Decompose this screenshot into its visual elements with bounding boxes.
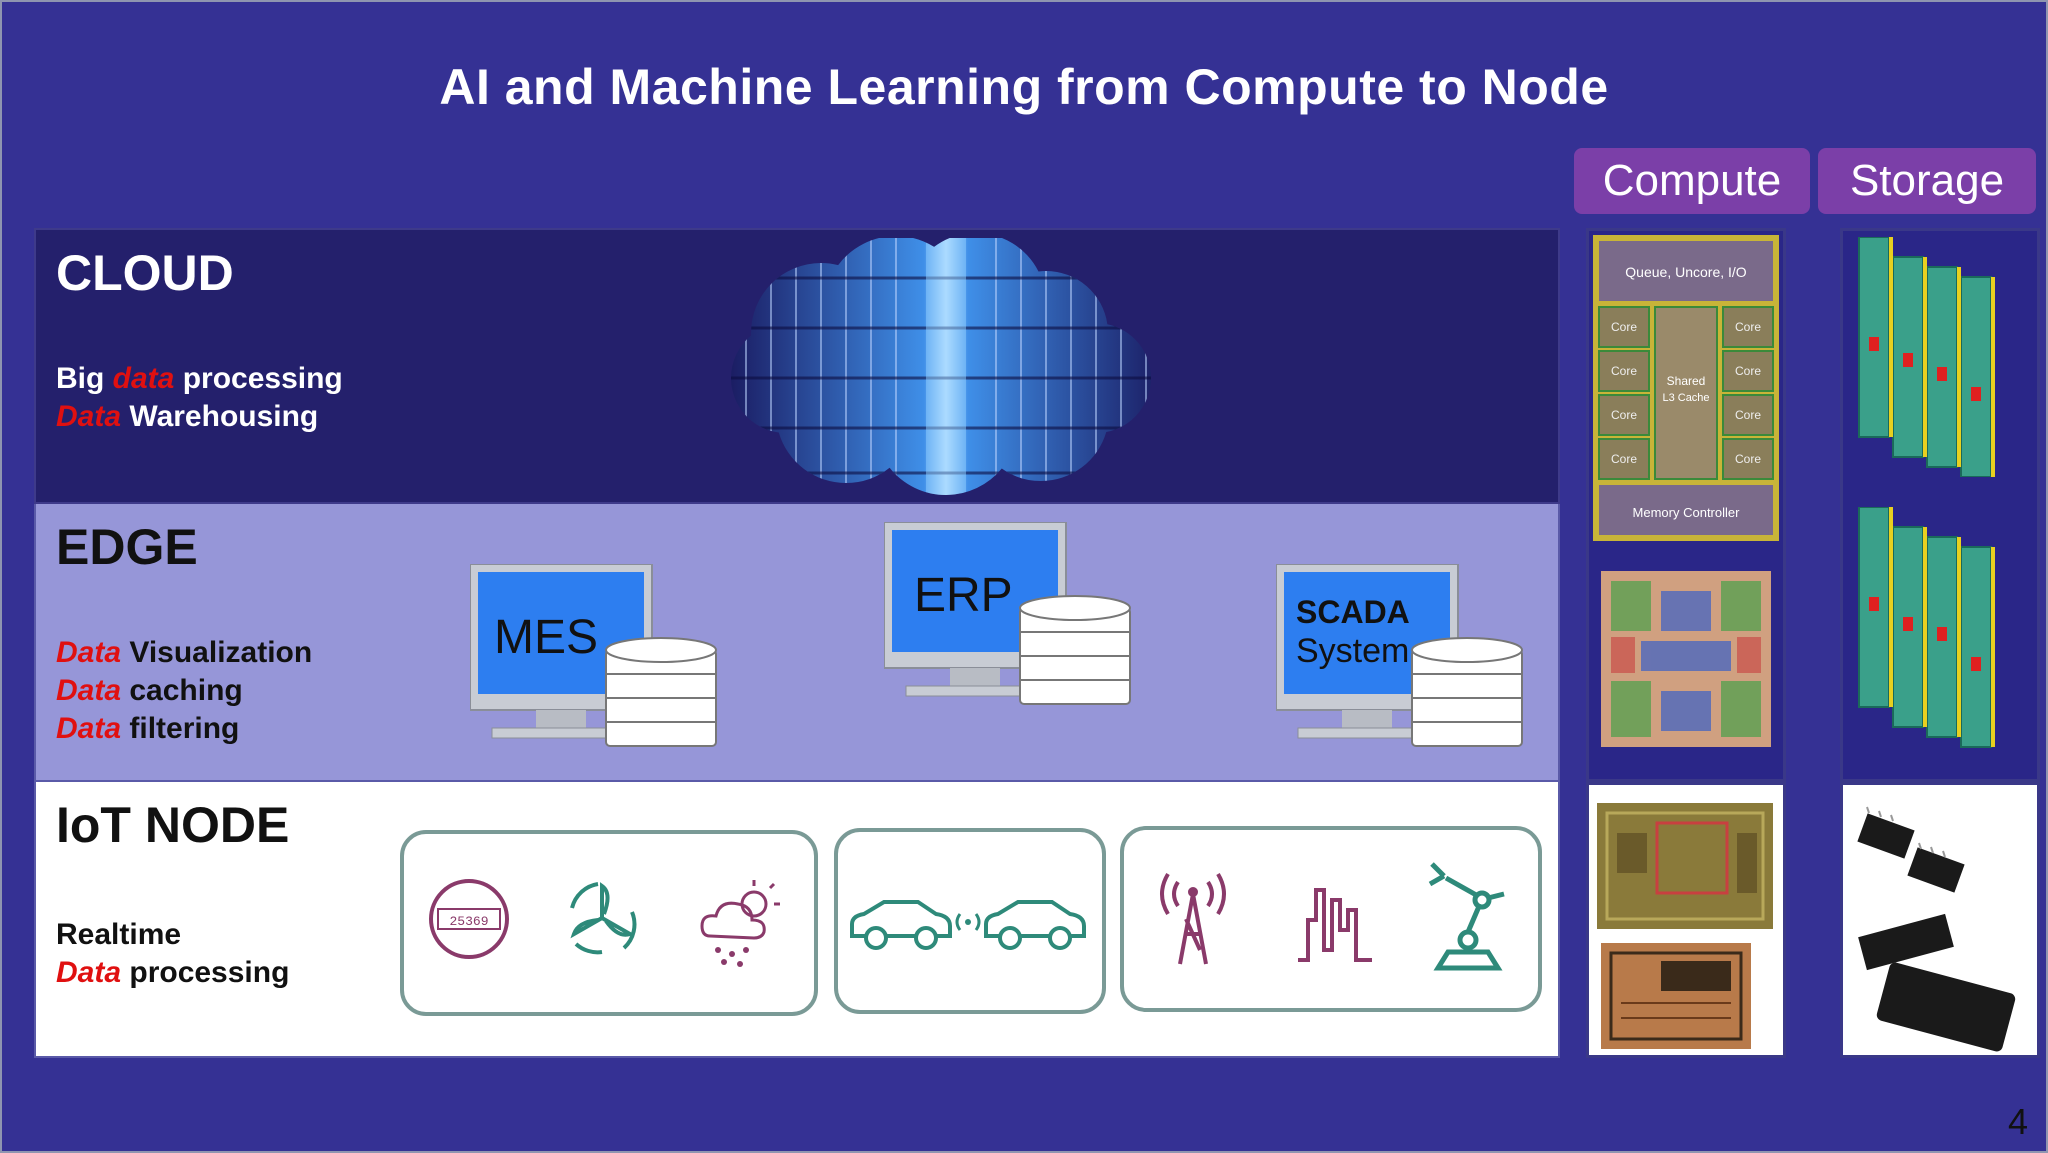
signal-waveform-icon: [1298, 888, 1372, 962]
flash-chips-image: [1857, 806, 2016, 1052]
cloud-description: Big data processing Data Warehousing: [56, 360, 343, 436]
core-label: Core: [1611, 364, 1637, 378]
die-top-label: Queue, Uncore, I/O: [1625, 264, 1747, 280]
industrial-box: [1120, 826, 1542, 1012]
iot-line-1: Realtime: [56, 918, 182, 951]
mcu-die-image: [1597, 803, 1773, 929]
edge-line-3: Data filtering: [56, 712, 240, 745]
core-label: Core: [1611, 320, 1637, 334]
core-label: Core: [1735, 452, 1761, 466]
iot-description: Realtime Data processing: [56, 916, 289, 992]
cloud-layer: CLOUD Big data processing Data Warehousi…: [34, 228, 1560, 504]
smart-meter-icon: 25369: [429, 879, 509, 959]
page-number: 4: [2007, 1101, 2028, 1142]
connected-cars-icon: [850, 900, 1086, 950]
core-label: Core: [1611, 452, 1637, 466]
edge-layer: EDGE Data Visualization Data caching Dat…: [34, 504, 1560, 782]
core-label: Core: [1735, 320, 1761, 334]
memory-controller-label: Memory Controller: [1633, 505, 1741, 520]
v2v-box: [834, 828, 1106, 1014]
scada-system-label: System: [1296, 632, 1410, 670]
meter-digits: 25369: [449, 914, 488, 929]
edge-description: Data Visualization Data caching Data fil…: [56, 634, 312, 748]
mes-monitor-icon: [470, 564, 717, 747]
mes-label: MES: [494, 611, 599, 664]
memory-modules-image: [1858, 237, 1995, 477]
robot-arm-icon: [1428, 862, 1505, 971]
compute-column: Queue, Uncore, I/O Core Core Core Core C…: [1586, 228, 1786, 782]
erp-label: ERP: [914, 569, 1013, 622]
chip-die-image: [1601, 943, 1751, 1049]
soc-die-image: [1601, 571, 1771, 747]
cloud-line-2: Data Warehousing: [56, 400, 319, 433]
core-label: Core: [1735, 408, 1761, 422]
scada-label: SCADA: [1296, 594, 1410, 630]
shared-label: Shared: [1667, 374, 1706, 388]
iot-title: IoT NODE: [56, 797, 290, 853]
tab-storage[interactable]: Storage: [1818, 148, 2036, 214]
core-label: Core: [1611, 408, 1637, 422]
memory-modules-image-2: [1858, 507, 1995, 748]
weather-snow-icon: [700, 880, 780, 967]
edge-line-1: Data Visualization: [56, 636, 313, 669]
storage-column: [1840, 228, 2040, 782]
slide-title: AI and Machine Learning from Compute to …: [439, 59, 1609, 115]
datacenter-cloud-image: [731, 238, 1151, 495]
iot-line-2: Data processing: [56, 956, 290, 989]
antenna-tower-icon: [1160, 872, 1226, 965]
scada-system: SCADA System: [1276, 564, 1536, 754]
tab-compute[interactable]: Compute: [1574, 148, 1810, 214]
compute-node-column: [1586, 782, 1786, 1058]
storage-node-column: [1840, 782, 2040, 1058]
edge-title: EDGE: [56, 519, 198, 575]
erp-monitor-icon: [884, 522, 1131, 705]
erp-system: ERP: [884, 522, 1144, 712]
sensor-group-box: 25369: [400, 830, 818, 1016]
iot-layer: IoT NODE Realtime Data processing 25369: [34, 782, 1560, 1058]
cloud-title: CLOUD: [56, 245, 234, 301]
cloud-line-1: Big data processing: [56, 362, 343, 395]
core-label: Core: [1735, 364, 1761, 378]
mes-system: MES: [470, 564, 730, 754]
cpu-die-image: Queue, Uncore, I/O Core Core Core Core C…: [1593, 235, 1779, 541]
wind-turbine-cycle-icon: [570, 882, 637, 955]
scada-monitor-icon: [1276, 564, 1523, 747]
l3-label: L3 Cache: [1662, 392, 1709, 404]
edge-line-2: Data caching: [56, 674, 243, 707]
